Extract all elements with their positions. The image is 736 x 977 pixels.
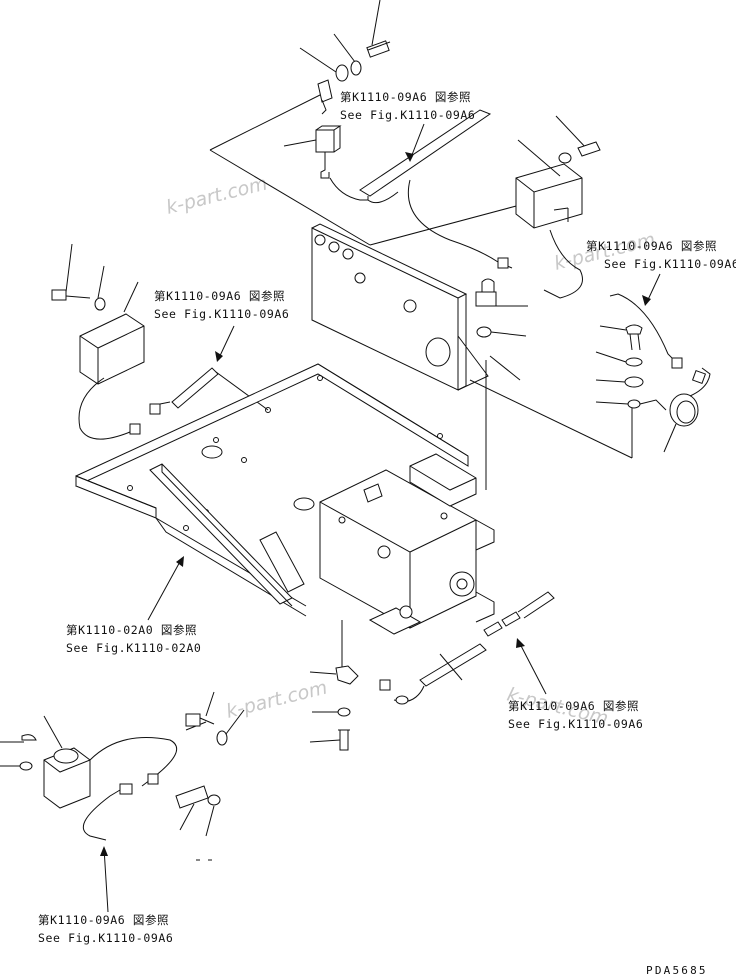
wire-sleeve-top	[359, 109, 492, 204]
reference-callout: 第K1110-02A0 図参照 See Fig.K1110-02A0	[66, 556, 201, 655]
callout-en: See Fig.K1110-09A6	[38, 931, 173, 945]
left-support-rails	[149, 463, 305, 607]
left-relay	[51, 243, 171, 440]
right-bolt-stack	[475, 278, 528, 381]
harness-wire	[407, 179, 513, 269]
reference-callout: 第K1110-09A6 図参照 See Fig.K1110-09A6	[586, 239, 736, 306]
callout-jp: 第K1110-09A6 図参照	[508, 699, 639, 713]
buzzer-assembly	[595, 293, 711, 453]
reference-callout: 第K1110-09A6 図参照 See Fig.K1110-09A6	[508, 638, 643, 731]
base-frame	[75, 363, 469, 617]
callout-en: See Fig.K1110-09A6	[604, 257, 736, 271]
callout-jp: 第K1110-09A6 図参照	[586, 239, 717, 253]
callout-jp: 第K1110-09A6 図参照	[154, 289, 285, 303]
assembly-guide-lines	[469, 360, 633, 490]
callout-en: See Fig.K1110-09A6	[508, 717, 643, 731]
vertical-bracket-plate	[311, 223, 489, 391]
drawing-code: PDA5685	[646, 964, 708, 977]
right-relay	[515, 115, 601, 299]
reference-callout: 第K1110-09A6 図参照 See Fig.K1110-09A6	[38, 846, 173, 945]
top-mounting-outline	[209, 89, 521, 246]
top-relay	[283, 125, 368, 201]
lower-solenoid-assembly	[0, 691, 245, 861]
connector	[497, 257, 509, 269]
watermark: k-part.com	[164, 172, 270, 218]
callout-en: See Fig.K1110-09A6	[340, 108, 475, 122]
reference-callout: 第K1110-09A6 図参照 See Fig.K1110-09A6	[340, 90, 475, 162]
callout-jp: 第K1110-09A6 図参照	[38, 913, 169, 927]
callout-en: See Fig.K1110-09A6	[154, 307, 289, 321]
callout-en: See Fig.K1110-02A0	[66, 641, 201, 655]
wire-sleeve-left	[171, 367, 269, 411]
callout-jp: 第K1110-02A0 図参照	[66, 623, 197, 637]
lower-harness	[309, 591, 555, 751]
top-bolt-set	[299, 0, 391, 115]
callout-jp: 第K1110-09A6 図参照	[340, 90, 471, 104]
right-mount-bracket	[319, 453, 495, 635]
reference-callout: 第K1110-09A6 図参照 See Fig.K1110-09A6	[154, 289, 289, 362]
